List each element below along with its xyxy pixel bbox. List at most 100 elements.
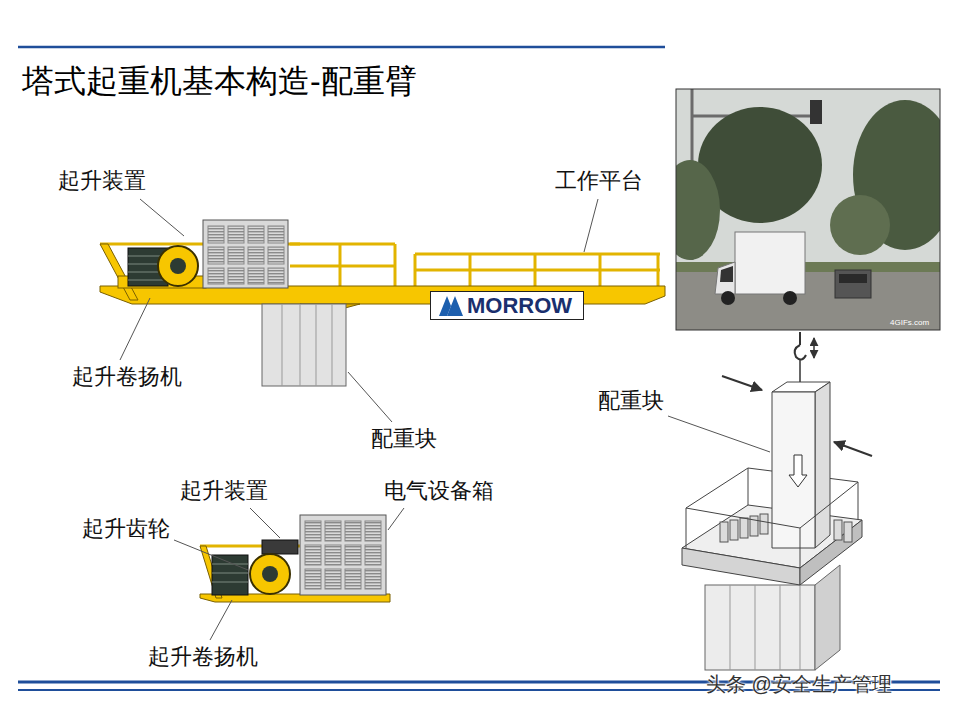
photo-part-part: [810, 100, 822, 124]
railing-part: [394, 244, 397, 286]
weight-blocks-part: [844, 522, 852, 542]
part-label: 起升卷扬机: [148, 644, 258, 670]
photo-part-part: [830, 195, 890, 255]
railing-part: [534, 254, 537, 286]
leader-lines-part: [584, 199, 598, 252]
vents-part: [305, 569, 321, 589]
part-label: 起升装置: [180, 478, 268, 504]
vents-part: [365, 545, 381, 565]
railing-part: [469, 254, 472, 286]
electric-box: [203, 220, 288, 288]
photo-part-part: [721, 291, 735, 305]
hook-part: [799, 360, 801, 382]
part-label: 电气设备箱: [384, 478, 494, 504]
photo-part-part: [676, 160, 720, 260]
counterweight-assembly-part: [815, 382, 830, 548]
motor: [262, 540, 298, 554]
counterweight-assembly-part: [800, 482, 858, 528]
header-rule: [18, 47, 665, 48]
weight-blocks-part: [740, 518, 748, 538]
counterweight-assembly-part: [730, 585, 731, 670]
railing-part: [290, 243, 395, 246]
vents-part: [248, 226, 264, 243]
counterweight-slabs-part: [300, 304, 301, 386]
photo-part-part: [676, 272, 940, 330]
vents-part: [345, 545, 361, 565]
counterweight-assembly-part: [780, 585, 781, 670]
header-rule-part: [18, 46, 665, 49]
counterweight-assembly-part: [705, 585, 815, 670]
vents: [305, 521, 381, 589]
part-label: 配重块: [598, 388, 664, 414]
railing-part: [290, 265, 395, 268]
counterweight-assembly-part: [834, 442, 872, 456]
vents-part: [325, 521, 341, 541]
photo-part-part: [735, 232, 805, 294]
photo: [660, 89, 957, 330]
railing-part: [599, 254, 602, 286]
counterweight-assembly-part: [800, 528, 801, 568]
counterweight-slabs: [282, 304, 332, 386]
leader-lines-part: [174, 540, 248, 570]
hook-part: [795, 345, 806, 360]
counterweight: [262, 304, 346, 386]
vents-part: [305, 521, 321, 541]
railing-part: [339, 244, 342, 286]
railing-part: [415, 269, 660, 272]
counter-jib: [100, 220, 665, 386]
slide-title: 塔式起重机基本构造-配重臂: [22, 62, 417, 100]
leader-lines-part: [388, 508, 404, 530]
vents-part: [248, 268, 264, 284]
logo-icon-part: [447, 296, 463, 316]
vents-part: [365, 521, 381, 541]
weight-blocks-part: [720, 522, 728, 542]
gear-hub: [262, 566, 278, 582]
leader-lines-part: [668, 416, 770, 452]
part-label: 配重块: [371, 426, 437, 452]
photo-part-part: [783, 291, 797, 305]
leader-lines-part: [140, 199, 184, 236]
leader-lines-part: [250, 508, 280, 538]
logo-text: MORROW: [467, 295, 572, 317]
vents-part: [248, 247, 264, 264]
weight-blocks-part: [760, 514, 768, 534]
drum-rope-part: [212, 582, 248, 583]
railing-part: [414, 254, 417, 286]
vents-part: [365, 569, 381, 589]
weight-blocks-part: [834, 520, 842, 540]
drum-rope: [212, 564, 248, 582]
photo-part-part: [715, 262, 735, 294]
counterweight-assembly-part: [682, 548, 800, 585]
hook: [795, 332, 814, 382]
counterweight-assembly-part: [755, 585, 756, 670]
photo-credit: 4GIFs.com: [890, 318, 929, 328]
counterweight-assembly-part: [722, 376, 762, 390]
counterweight-assembly-part: [748, 468, 749, 505]
vents-part: [345, 569, 361, 589]
weight-blocks-part: [730, 520, 738, 540]
leader-lines: [120, 199, 770, 640]
winch-gear: [158, 246, 198, 286]
vents-part: [268, 226, 284, 243]
counterweight-assembly-part: [858, 482, 859, 520]
part-label: 工作平台: [555, 168, 643, 194]
counterweight-slabs-part: [332, 304, 333, 386]
hook-part: [799, 332, 801, 345]
counterweight-slabs-part: [316, 304, 317, 386]
electric-box: [300, 515, 386, 595]
railing-part: [415, 253, 660, 256]
counterweight-assembly-part: [686, 508, 800, 528]
counterweight-assembly-part: [789, 455, 807, 487]
counterweight-assembly: [682, 376, 872, 670]
photo-part-part: [720, 266, 733, 282]
leader-lines-part: [210, 600, 232, 640]
leader-lines-part: [120, 298, 150, 360]
counterweight-assembly-part: [800, 585, 801, 670]
vents-part: [208, 247, 224, 264]
watermark: 头条 @安全生产管理: [706, 672, 892, 696]
drum-rope-part: [212, 573, 248, 574]
hoist-detail: [200, 515, 390, 602]
